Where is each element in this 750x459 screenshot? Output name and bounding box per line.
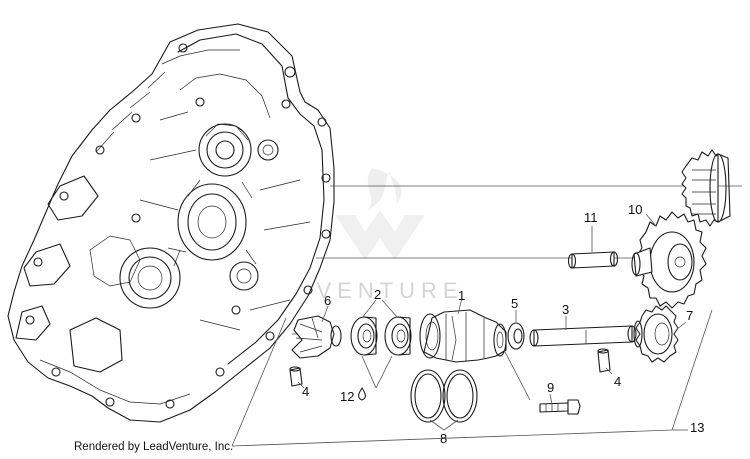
- callout-8: 8: [440, 431, 447, 446]
- callout-2: 2: [374, 287, 381, 302]
- callout-5: 5: [511, 296, 518, 311]
- callout-10: 10: [628, 202, 642, 217]
- callout-3: 3: [562, 302, 569, 317]
- callout-12: 12: [340, 389, 354, 404]
- pump-shaft: [529, 325, 637, 347]
- washer-5: [507, 322, 525, 350]
- o-rings: [410, 369, 478, 423]
- pump-housing: [419, 309, 507, 363]
- callout-7: 7: [686, 308, 693, 323]
- watermark-logo: [335, 168, 425, 260]
- callout-4-right: 4: [614, 374, 621, 389]
- gear-7: [633, 305, 679, 363]
- oil-drop-icon: [358, 387, 366, 401]
- callout-11: 11: [584, 210, 598, 225]
- callout-4-left: 4: [302, 384, 309, 399]
- crankcase: [7, 23, 335, 423]
- seal-bearing-right: [384, 316, 412, 356]
- impeller: [291, 315, 342, 359]
- pin-11: [567, 251, 619, 269]
- leader-lines: [297, 213, 687, 431]
- footer-credit: Rendered by LeadVenture, Inc.: [74, 441, 233, 453]
- seal-bearing-left: [350, 316, 378, 356]
- top-drive-gear: [681, 149, 731, 227]
- callout-1: 1: [458, 288, 465, 303]
- callout-9: 9: [547, 380, 554, 395]
- bolt-9: [539, 399, 581, 415]
- assembly-bracket: [231, 309, 713, 447]
- dowel-pins: [289, 348, 611, 387]
- gear-10: [631, 211, 707, 309]
- callout-6: 6: [324, 293, 331, 308]
- callout-13: 13: [690, 420, 704, 435]
